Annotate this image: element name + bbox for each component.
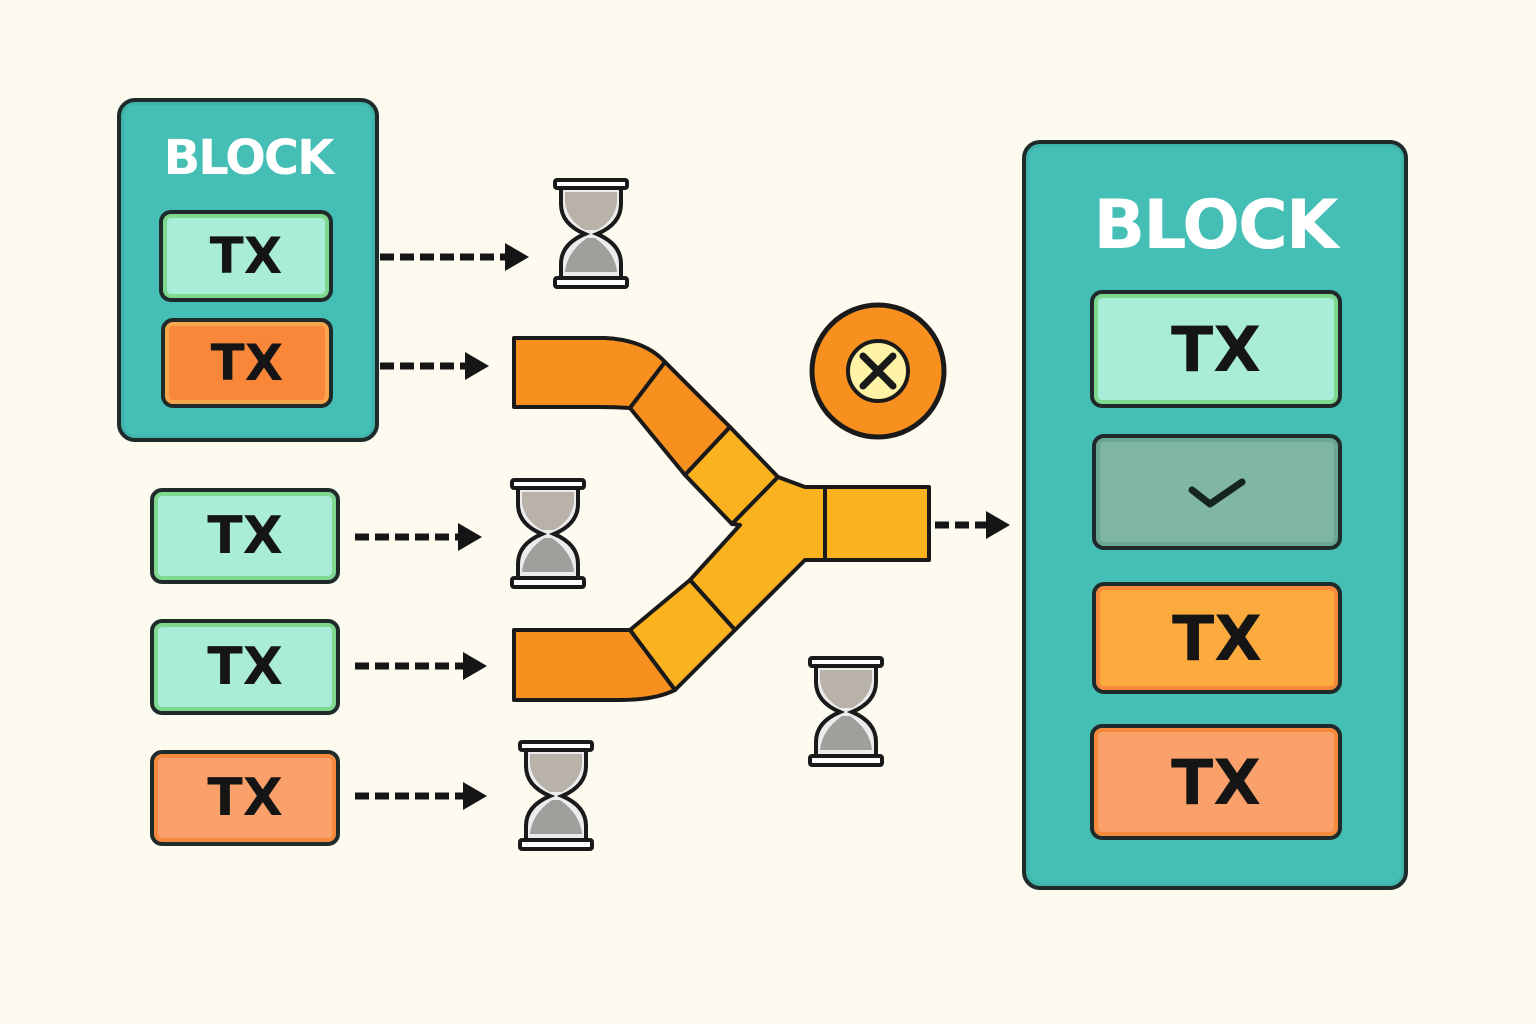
hourglass-icon-4 bbox=[808, 656, 884, 767]
right-block: BLOCK TX TX TX bbox=[1022, 140, 1408, 890]
arrow-heads bbox=[458, 243, 1010, 810]
pending-tx-3: TX bbox=[150, 750, 340, 846]
pending-tx-1: TX bbox=[150, 488, 340, 584]
arrow-head-3 bbox=[458, 523, 482, 551]
hourglass-icon-1 bbox=[553, 178, 629, 289]
arrow-head-6 bbox=[986, 511, 1010, 539]
checkmark-icon bbox=[1188, 478, 1246, 508]
arrow-head-2 bbox=[465, 352, 489, 380]
x-circle-icon bbox=[809, 302, 947, 440]
right-block-title: BLOCK bbox=[1093, 186, 1338, 265]
pipe-outlet bbox=[823, 485, 931, 562]
left-block-tx-2: TX bbox=[161, 318, 333, 408]
merge-pipe bbox=[512, 336, 931, 702]
right-block-tx-2: TX bbox=[1092, 582, 1342, 694]
left-block-tx-1: TX bbox=[159, 210, 333, 302]
pipe-junction bbox=[688, 475, 827, 632]
hourglass-icon-2 bbox=[510, 478, 586, 589]
right-block-confirmed-slot bbox=[1092, 434, 1342, 550]
pending-tx-2: TX bbox=[150, 619, 340, 715]
left-block-title: BLOCK bbox=[163, 130, 335, 186]
arrow-head-5 bbox=[463, 782, 487, 810]
arrow-head-1 bbox=[505, 243, 529, 271]
arrow-head-4 bbox=[463, 652, 487, 680]
hourglass-icon-3 bbox=[518, 740, 594, 851]
right-block-tx-3: TX bbox=[1090, 724, 1342, 840]
right-block-tx-1: TX bbox=[1090, 290, 1342, 408]
pipe-lower-inlet bbox=[512, 628, 677, 702]
arrows-group bbox=[355, 253, 990, 800]
left-block: BLOCK TX TX bbox=[117, 98, 379, 442]
